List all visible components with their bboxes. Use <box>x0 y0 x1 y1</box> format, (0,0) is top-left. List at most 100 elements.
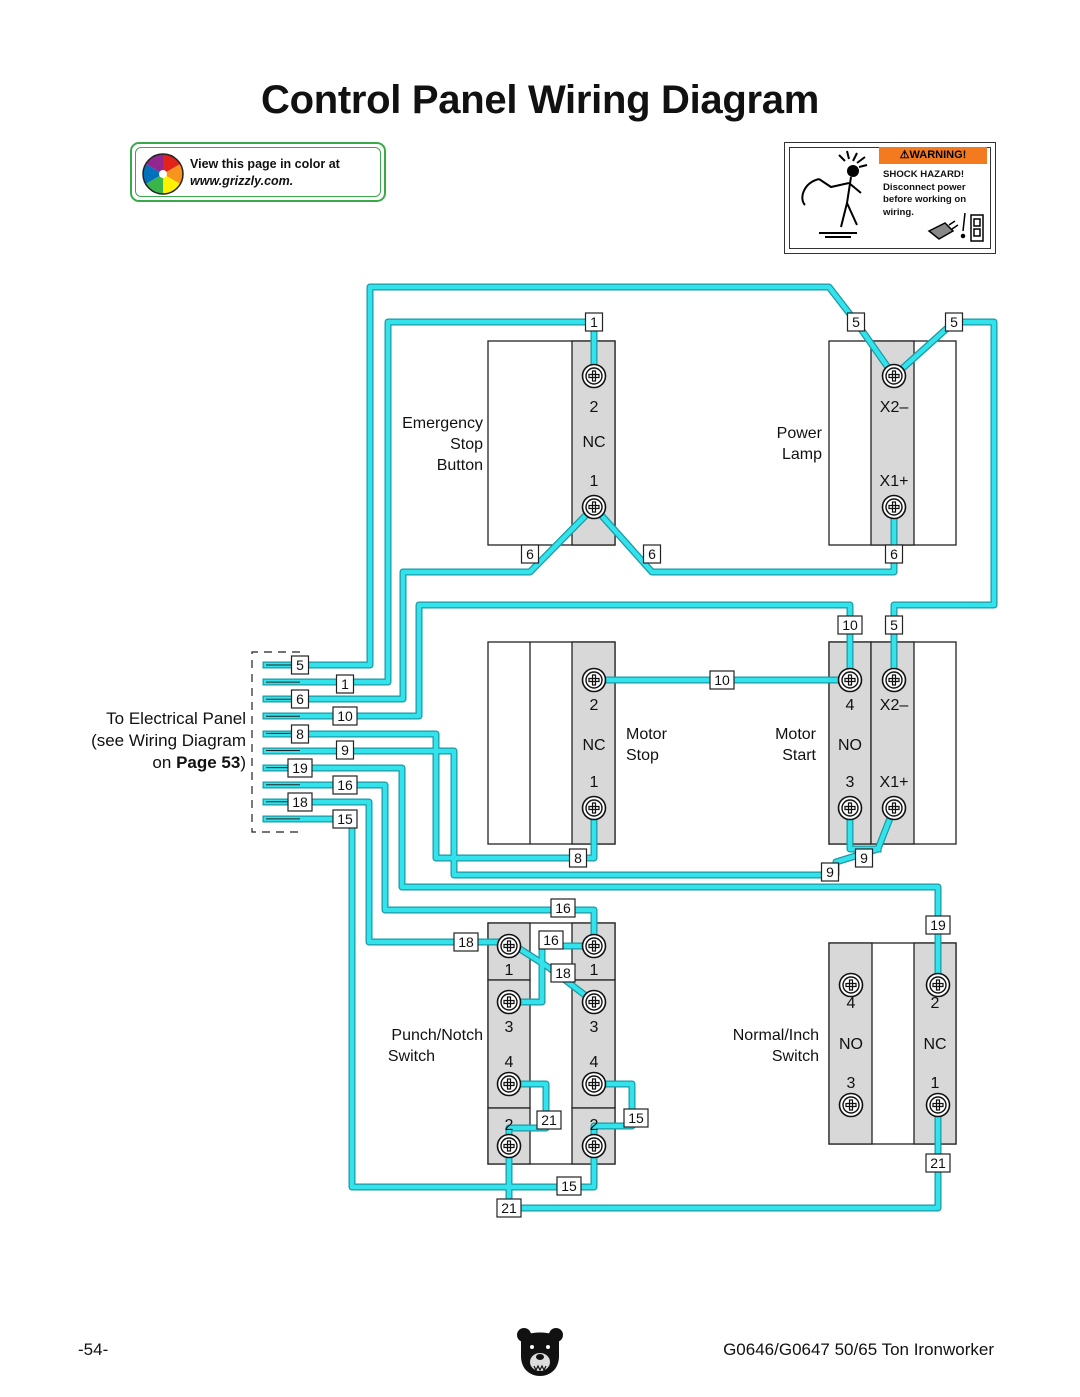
punch-notch-label: Switch <box>388 1048 435 1065</box>
terminal-screw-icon <box>581 1133 607 1159</box>
warning-line: SHOCK HAZARD! <box>883 169 965 180</box>
terminal-screw-icon <box>581 667 607 693</box>
warning-line: wiring. <box>883 206 914 218</box>
wire-tag-label: 19 <box>930 917 946 933</box>
terminal-screw-icon <box>881 667 907 693</box>
wire <box>506 943 597 1005</box>
note-inner-border <box>135 147 381 197</box>
wire-tag-label: 1 <box>590 314 598 330</box>
terminal-screw-icon <box>837 795 863 821</box>
wire-tag-label: 6 <box>890 546 898 562</box>
wire-tag-label: 21 <box>501 1200 517 1216</box>
warning-header: ⚠WARNING! <box>879 147 987 164</box>
panel-wire-label: 18 <box>292 794 308 810</box>
terminal-label: 1 <box>590 774 599 791</box>
wire <box>263 504 897 702</box>
wire-tag: 19 <box>925 915 951 935</box>
wire-tag-label: 15 <box>628 1110 644 1126</box>
terminal-label: NC <box>582 737 605 754</box>
motor-start-label: Start <box>782 747 816 764</box>
panel-wire-label: 5 <box>296 657 304 673</box>
terminal-label: 3 <box>505 1019 514 1036</box>
terminal-screw-icon <box>581 989 607 1015</box>
terminal-label: X1+ <box>880 473 909 490</box>
panel-wire-label: 19 <box>292 760 308 776</box>
terminal-label: NC <box>923 1036 946 1053</box>
panel-wire-tag: 6 <box>290 689 310 709</box>
terminal-screw-icon <box>925 972 951 998</box>
terminal-screw-icon <box>838 972 864 998</box>
terminal-label: 1 <box>931 1075 940 1092</box>
panel-ref-page: Page 53 <box>176 753 240 772</box>
wire <box>263 816 597 1190</box>
color-note-text: View this page in color at <box>190 157 340 171</box>
panel-wire-tag: 16 <box>332 775 358 795</box>
wire-tag-label: 10 <box>714 672 730 688</box>
terminal-label: 1 <box>505 962 514 979</box>
wire-tag-label: 9 <box>826 864 834 880</box>
panel-wire-tag: 1 <box>335 674 355 694</box>
color-note-url: www.grizzly.com. <box>190 174 294 188</box>
panel-wire-tag: 9 <box>335 740 355 760</box>
wire-tag: 1 <box>584 312 604 332</box>
terminal-screw-icon <box>881 363 907 389</box>
wire-tag-label: 10 <box>842 617 858 633</box>
wire-tag-label: 9 <box>860 850 868 866</box>
wire-tag: 21 <box>925 1153 951 1173</box>
wire-tag: 5 <box>884 615 904 635</box>
panel-ref-line: on Page 53) <box>152 753 246 772</box>
terminal-label: 4 <box>847 995 856 1012</box>
wire-tag-label: 5 <box>950 314 958 330</box>
motor-stop-label: Stop <box>626 747 659 764</box>
terminal-label: NC <box>582 434 605 451</box>
wire-tag: 6 <box>642 544 662 564</box>
wire-tag: 21 <box>496 1198 522 1218</box>
punch-notch-label: Punch/Notch <box>391 1027 483 1044</box>
warning-line: Disconnect power <box>883 181 966 193</box>
power-lamp-label: Lamp <box>782 446 822 463</box>
wire-tag-label: 16 <box>555 900 571 916</box>
terminal-screws <box>496 363 951 1159</box>
terminal-screw-icon <box>581 795 607 821</box>
terminal-label: 2 <box>590 399 599 416</box>
terminal-screw-icon <box>496 933 522 959</box>
wire-tag-label: 5 <box>852 314 860 330</box>
wire-tag: 5 <box>944 312 964 332</box>
terminal-label: 1 <box>590 473 599 490</box>
terminal-screw-icon <box>496 1071 522 1097</box>
terminal-label: NO <box>839 1036 863 1053</box>
terminal-label: X1+ <box>880 774 909 791</box>
panel-wire-label: 6 <box>296 691 304 707</box>
terminal-label: NO <box>838 737 862 754</box>
panel-ref-suffix: ) <box>240 753 246 772</box>
panel-wire-label: 10 <box>337 708 353 724</box>
wire-tag: 16 <box>538 930 564 950</box>
wire-tag: 10 <box>837 615 863 635</box>
power-lamp-label: Power <box>777 425 823 442</box>
color-wheel-icon <box>142 153 184 195</box>
wire-tag-label: 15 <box>561 1178 577 1194</box>
panel-wire-label: 16 <box>337 777 353 793</box>
wire-tag: 9 <box>854 848 874 868</box>
terminal-label: 4 <box>846 697 855 714</box>
model-name: G0646/G0647 50/65 Ton Ironworker <box>723 1340 994 1359</box>
electric-shock-icon <box>801 150 868 238</box>
terminal-label: 2 <box>590 697 599 714</box>
wire-tag: 18 <box>550 963 576 983</box>
wire-tag: 6 <box>520 544 540 564</box>
wire-tag-label: 21 <box>541 1112 557 1128</box>
terminal-label: 4 <box>590 1054 599 1071</box>
view-in-color-note: View this page in color at www.grizzly.c… <box>130 142 386 202</box>
terminal-screw-icon <box>581 1071 607 1097</box>
wire-tag: 15 <box>623 1108 649 1128</box>
warning-line: before working on <box>883 194 967 205</box>
wire-tag: 5 <box>846 312 866 332</box>
wire-tag: 21 <box>536 1110 562 1130</box>
panel-ref-prefix: on <box>152 753 176 772</box>
warning-text: SHOCK HAZARD! Disconnect power before wo… <box>883 169 991 219</box>
terminal-screw-icon <box>925 1092 951 1118</box>
motor-stop-label: Motor <box>626 726 668 743</box>
terminal-screw-icon <box>496 1133 522 1159</box>
